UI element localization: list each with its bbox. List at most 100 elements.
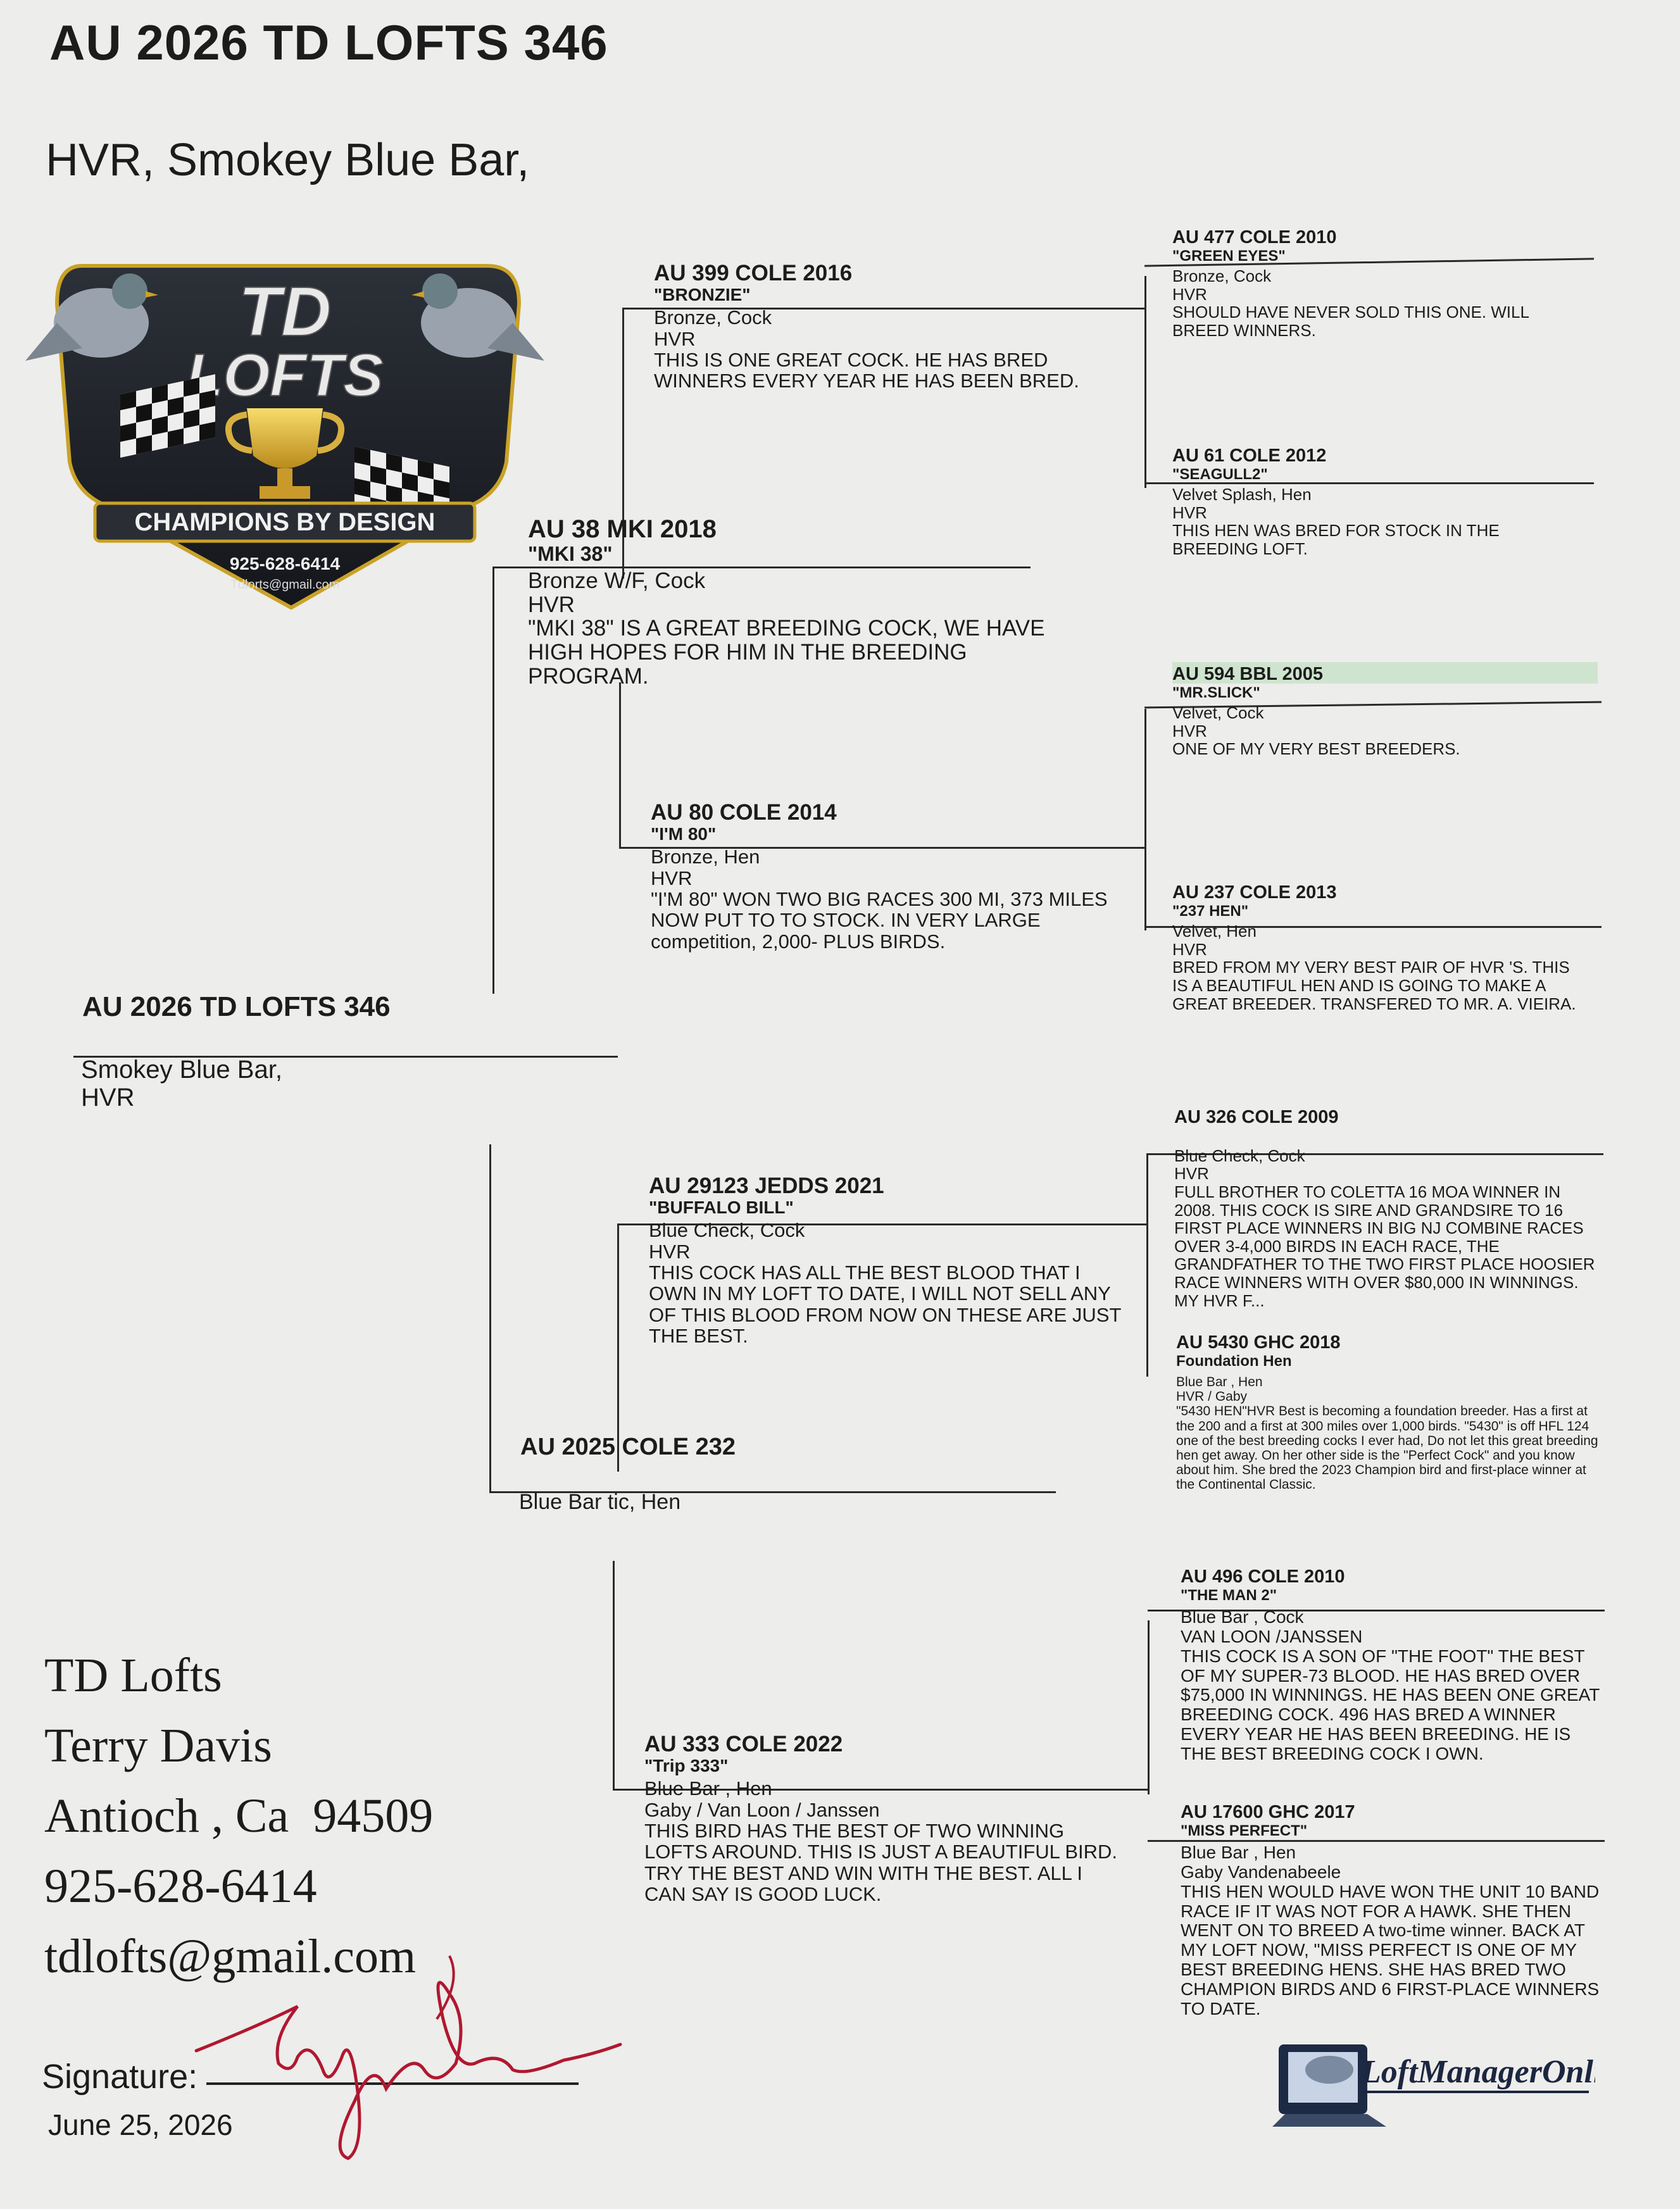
ds-card: AU 29123 JEDDS 2021 "BUFFALO BILL" Blue … (649, 1174, 1124, 1347)
sss-color: Bronze, Cock (1172, 266, 1272, 286)
dsd-name: Foundation Hen (1176, 1352, 1292, 1370)
ds-strain: HVR (649, 1240, 691, 1263)
handwritten-signature-icon (194, 1955, 622, 2160)
sdd-name: "237 HEN" (1172, 902, 1249, 920)
dd-id: AU 333 COLE 2022 (644, 1732, 843, 1756)
dsd-strain: HVR / Gaby (1176, 1389, 1248, 1405)
ds-id: AU 29123 JEDDS 2021 (649, 1173, 884, 1198)
ss-color: Bronze, Cock (654, 306, 772, 329)
sss-bracket (1144, 276, 1146, 488)
trophy-icon (225, 408, 344, 499)
subject-strain: HVR (81, 1084, 135, 1111)
sire-color: Bronze W/F, Cock (528, 568, 706, 593)
ds-color: Blue Check, Cock (649, 1219, 805, 1242)
subject-description: Smokey Blue Bar, HVR (81, 1056, 282, 1111)
sdd-strain: HVR (1172, 939, 1207, 959)
logo-email: Tdlorts@gmail.com (230, 578, 340, 592)
sire-bracket-upper (492, 566, 494, 994)
subject-id: AU 2026 TD LOFTS 346 (82, 991, 391, 1022)
sd-line (619, 847, 1144, 849)
ds-description: THIS COCK HAS ALL THE BEST BLOOD THAT I … (649, 1261, 1121, 1348)
dd-name: "Trip 333" (644, 1755, 729, 1775)
dd-color: Blue Bar , Hen (644, 1777, 772, 1800)
dsd-id: AU 5430 GHC 2018 (1176, 1332, 1341, 1353)
sire-card: AU 38 MKI 2018 "MKI 38" Bronze W/F, Cock… (528, 515, 1066, 689)
sdd-color: Velvet, Hen (1172, 922, 1257, 941)
dd-description: THIS BIRD HAS THE BEST OF TWO WINNING LO… (644, 1819, 1118, 1906)
sire-line (492, 566, 1031, 568)
ssd-strain: HVR (1172, 503, 1207, 522)
dss-strain: HVR (1174, 1164, 1209, 1184)
dss-id: AU 326 COLE 2009 (1174, 1107, 1339, 1127)
ddd-description: THIS HEN WOULD HAVE WON THE UNIT 10 BAND… (1181, 1881, 1600, 2018)
dds-description: THIS COCK IS A SON OF "THE FOOT" THE BES… (1181, 1646, 1600, 1763)
dsd-color: Blue Bar , Hen (1176, 1375, 1263, 1390)
dd-card: AU 333 COLE 2022 "Trip 333" Blue Bar , H… (644, 1732, 1125, 1905)
loftmanager-logo: LoftManagerOnline.com (1272, 2044, 1595, 2127)
page-title: AU 2026 TD LOFTS 346 (49, 15, 608, 70)
sd-card: AU 80 COLE 2014 "I'M 80" Bronze, Hen HVR… (651, 800, 1119, 953)
dss-description: FULL BROTHER TO COLETTA 16 MOA WINNER IN… (1174, 1182, 1595, 1310)
contact-loft: TD Lofts (44, 1649, 222, 1702)
dds-bracket (1148, 1620, 1150, 1794)
sire-description: "MKI 38" IS A GREAT BREEDING COCK, WE HA… (528, 616, 1045, 689)
sss-card: AU 477 COLE 2010 "GREEN EYES" Bronze, Co… (1172, 227, 1577, 341)
ddd-line (1148, 1840, 1605, 1842)
dss-card: AU 326 COLE 2009 Blue Check, Cock HVR FU… (1174, 1107, 1605, 1310)
pigeon-icon (1305, 2056, 1353, 2084)
sds-card: AU 594 BBL 2005 "MR.SLICK" Velvet, Cock … (1172, 664, 1577, 759)
ssd-line (1144, 482, 1594, 484)
ddd-name: "MISS PERFECT" (1181, 1822, 1308, 1839)
dds-name: "THE MAN 2" (1181, 1586, 1277, 1604)
dds-strain: VAN LOON /JANSSEN (1181, 1627, 1363, 1647)
logo-text-lofts: LOFTS (186, 342, 383, 409)
sds-description: ONE OF MY VERY BEST BREEDERS. (1172, 739, 1460, 759)
sdd-line (1144, 926, 1602, 928)
dam-bracket-lower (489, 1144, 491, 1492)
ssd-card: AU 61 COLE 2012 "SEAGULL2" Velvet Splash… (1172, 446, 1577, 558)
sss-name: "GREEN EYES" (1172, 247, 1286, 265)
signature-date: June 25, 2026 (48, 2108, 233, 2141)
sss-strain: HVR (1172, 284, 1207, 304)
sdd-id: AU 237 COLE 2013 (1172, 882, 1337, 903)
sd-description: "I'M 80" WON TWO BIG RACES 300 MI, 373 M… (651, 887, 1108, 953)
ddd-strain: Gaby Vandenabeele (1181, 1862, 1341, 1882)
td-lofts-logo: TD LOFTS CHAMPIONS BY DESIGN 925-628-641… (25, 264, 544, 610)
checkered-flag-left-icon (120, 374, 215, 458)
dds-line (1148, 1610, 1605, 1611)
dsd-card: AU 5430 GHC 2018 Foundation Hen Blue Bar… (1176, 1332, 1602, 1492)
dam-color: Blue Bar tic, Hen (519, 1490, 681, 1514)
contact-phone: 925-628-6414 (44, 1859, 317, 1913)
logo-text-td: TD (239, 273, 332, 351)
sss-id: AU 477 COLE 2010 (1172, 227, 1337, 247)
ss-id: AU 399 COLE 2016 (654, 261, 853, 285)
ssd-id: AU 61 COLE 2012 (1172, 446, 1327, 466)
ss-strain: HVR (654, 327, 696, 350)
ss-description: THIS IS ONE GREAT COCK. HE HAS BRED WINN… (654, 348, 1079, 392)
sd-name: "I'M 80" (651, 823, 717, 844)
sd-bracket (619, 682, 621, 848)
sds-bracket (1144, 709, 1146, 930)
ssd-name: "SEAGULL2" (1172, 465, 1268, 483)
subject-color: Smokey Blue Bar, (81, 1056, 282, 1084)
pigeon-left-icon (25, 273, 158, 361)
dss-color: Blue Check, Cock (1174, 1146, 1305, 1165)
highlight-marker (1172, 662, 1598, 684)
dds-id: AU 496 COLE 2010 (1181, 1567, 1345, 1587)
page-subtitle: HVR, Smokey Blue Bar, (46, 135, 530, 185)
subject-line (73, 1056, 618, 1058)
sds-color: Velvet, Cock (1172, 703, 1264, 723)
loftmanager-text: LoftManagerOnline.com (1360, 2054, 1595, 2090)
ddd-card: AU 17600 GHC 2017 "MISS PERFECT" Blue Ba… (1181, 1802, 1606, 2018)
dds-card: AU 496 COLE 2010 "THE MAN 2" Blue Bar , … (1181, 1567, 1606, 1764)
sd-id: AU 80 COLE 2014 (651, 800, 837, 825)
contact-owner: Terry Davis (44, 1718, 272, 1772)
contact-block: TD Lofts Terry Davis Antioch , Ca 94509 … (44, 1641, 433, 1992)
logo-phone: 925-628-6414 (230, 554, 341, 573)
ds-name: "BUFFALO BILL" (649, 1197, 794, 1217)
logo-tagline: CHAMPIONS BY DESIGN (135, 508, 436, 536)
ddd-color: Blue Bar , Hen (1181, 1843, 1296, 1863)
dam-line (489, 1491, 1056, 1493)
sss-description: SHOULD HAVE NEVER SOLD THIS ONE. WILL BR… (1172, 303, 1529, 341)
contact-city: Antioch , Ca 94509 (44, 1789, 434, 1843)
